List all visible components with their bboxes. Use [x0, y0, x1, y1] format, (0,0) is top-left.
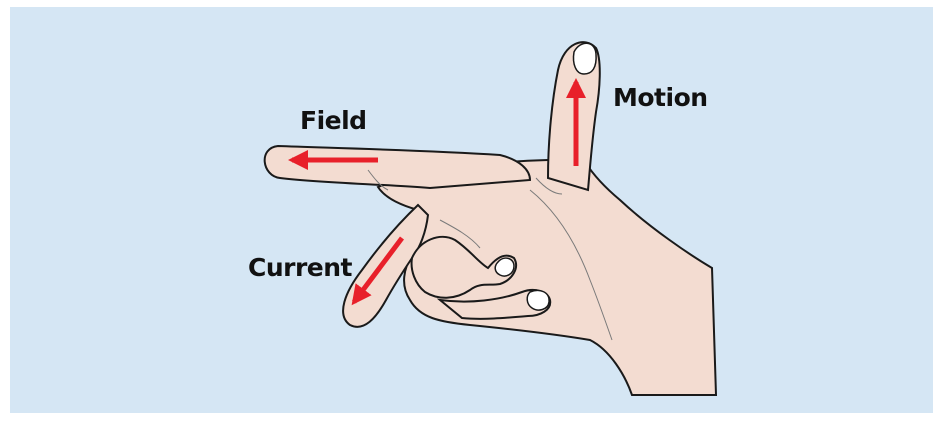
current-label: Current — [248, 253, 352, 282]
thumbnail — [573, 43, 596, 74]
motion-label: Motion — [613, 83, 708, 112]
little-fingernail — [527, 290, 549, 310]
field-label: Field — [300, 106, 367, 135]
index-finger — [265, 146, 530, 188]
